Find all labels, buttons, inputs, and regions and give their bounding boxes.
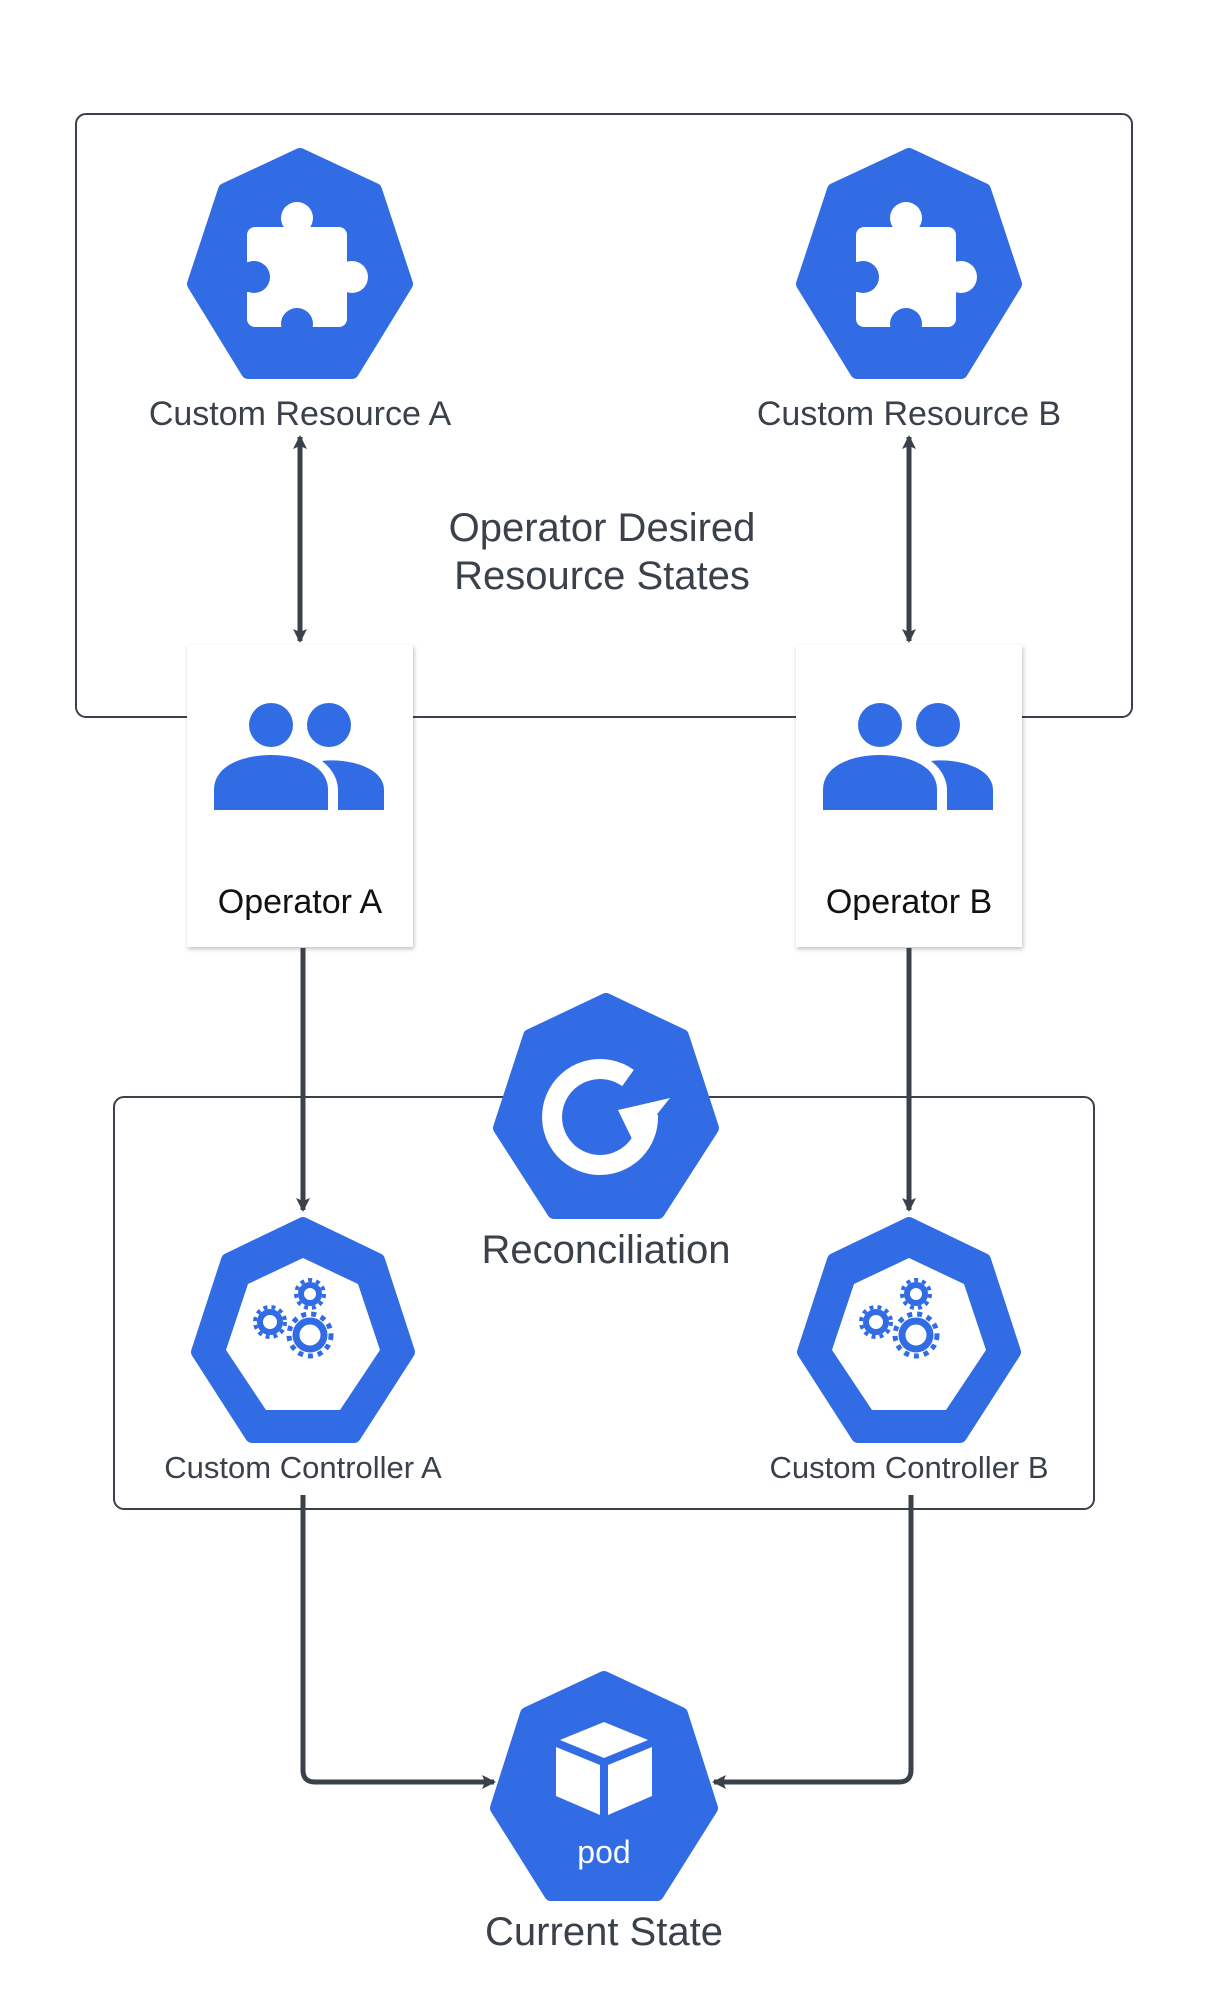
pod-label: pod	[577, 1834, 630, 1870]
reconciliation-label: Reconciliation	[481, 1228, 730, 1272]
operator-a-card[interactable]: Operator A	[187, 645, 413, 947]
gears-icon	[859, 1278, 940, 1359]
custom-resource-a-label: Custom Resource A	[149, 395, 452, 433]
arrow-controller-a-pod	[300, 1495, 496, 1789]
custom-resource-b-label: Custom Resource B	[757, 395, 1061, 433]
custom-controller-a[interactable]: Custom Controller A	[164, 1217, 442, 1485]
pod-node[interactable]: pod	[490, 1671, 718, 1901]
desired-states-label-line2: Resource States	[454, 554, 750, 598]
operator-b-label: Operator B	[826, 883, 992, 921]
cube-icon	[556, 1722, 652, 1815]
puzzle-icon	[845, 202, 977, 340]
operator-b-card[interactable]: Operator B	[796, 645, 1022, 947]
custom-controller-b-label: Custom Controller B	[769, 1450, 1048, 1485]
users-icon	[214, 703, 384, 810]
desired-states-label-line1: Operator Desired	[449, 506, 756, 550]
custom-resource-b[interactable]: Custom Resource B	[757, 148, 1061, 433]
desired-states-group: Operator Desired Resource States	[75, 113, 1133, 718]
custom-resource-a[interactable]: Custom Resource A	[149, 148, 452, 433]
gears-icon	[253, 1278, 334, 1359]
puzzle-icon	[236, 202, 368, 340]
users-icon	[823, 703, 993, 810]
arrow-controller-b-pod	[712, 1495, 914, 1789]
operator-a-label: Operator A	[218, 883, 383, 921]
refresh-icon	[542, 1059, 670, 1175]
reconciliation-node[interactable]: Reconciliation	[481, 993, 731, 1272]
current-state-label: Current State	[485, 1910, 723, 1954]
custom-controller-a-label: Custom Controller A	[164, 1450, 442, 1485]
custom-controller-b[interactable]: Custom Controller B	[769, 1217, 1049, 1485]
